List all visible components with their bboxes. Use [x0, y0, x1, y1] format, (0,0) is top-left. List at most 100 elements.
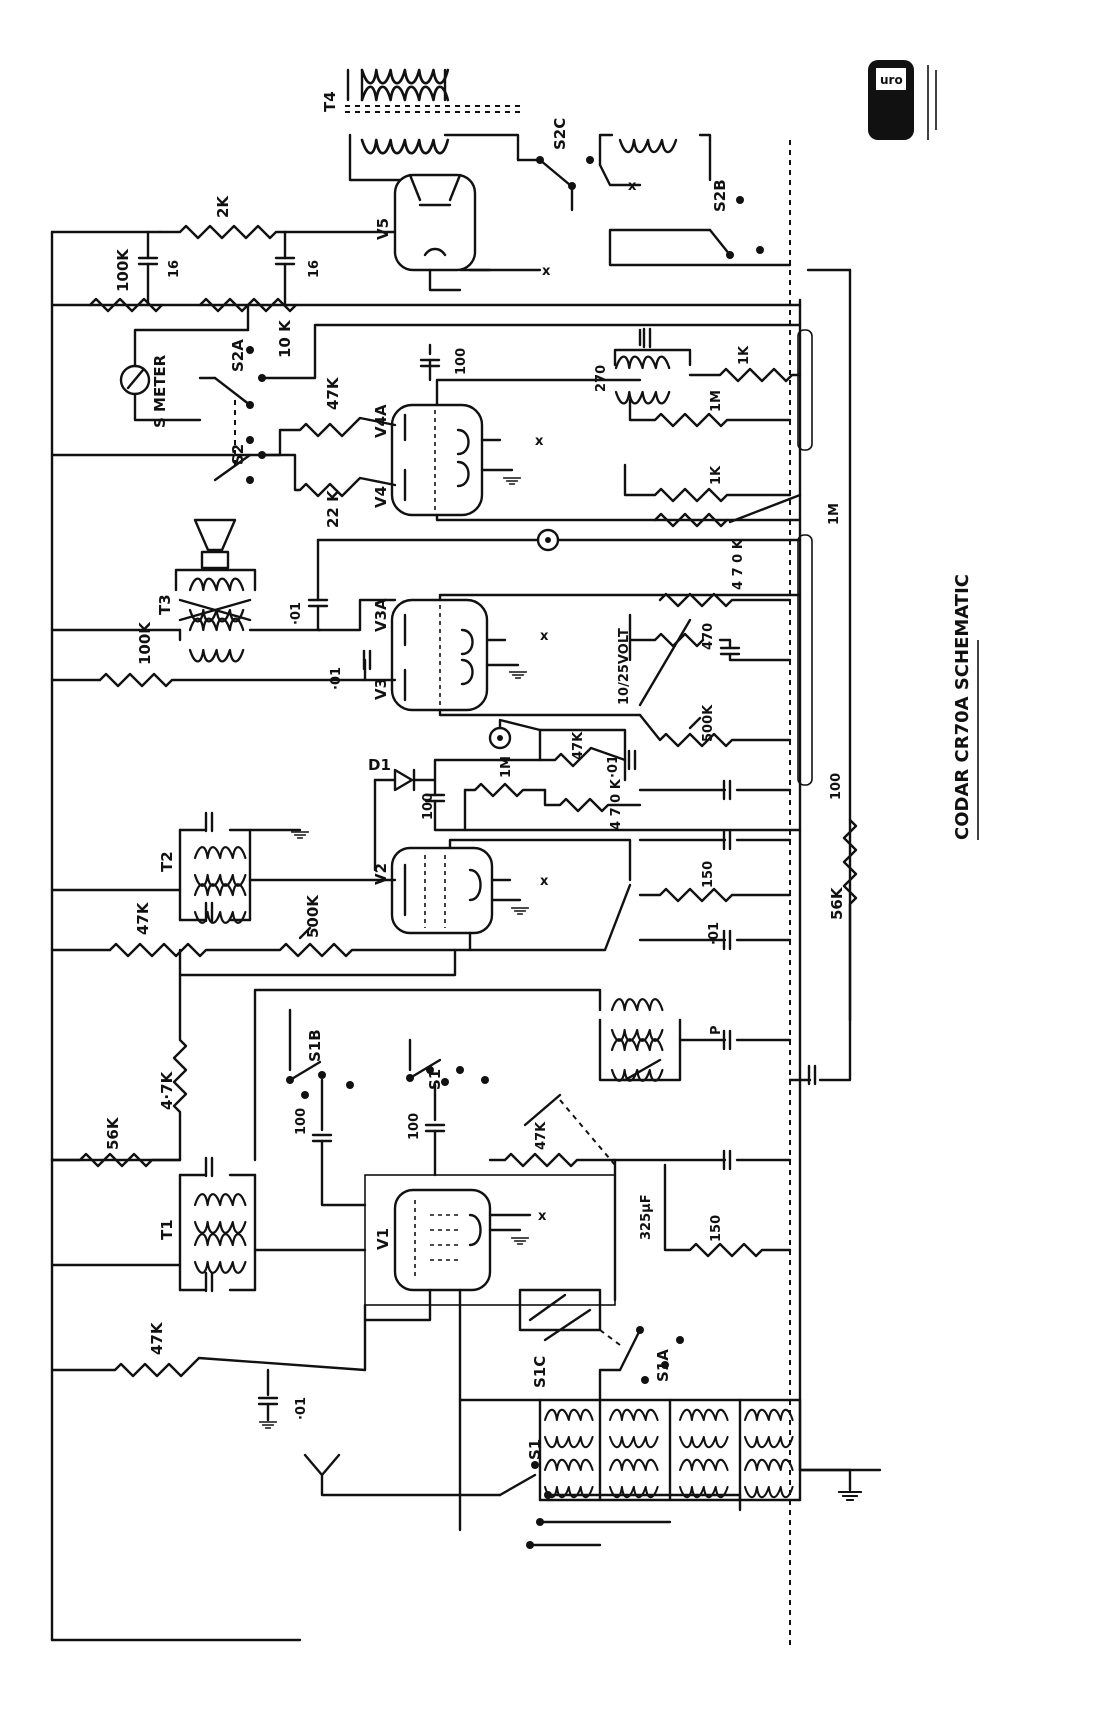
antenna [303, 1453, 502, 1497]
d1-label: D1 [368, 756, 391, 774]
c-01-bottom-label: ·01 [294, 1397, 309, 1420]
c-01-v3-label: ·01 [329, 667, 344, 690]
r-22k-label: 22 K [324, 489, 342, 528]
r-2k-label: 2K [214, 195, 232, 218]
v3a-label: V3A [372, 598, 390, 632]
svg-text:x: x [628, 179, 637, 194]
c-270-label: 270 [594, 365, 609, 392]
transformer-t1: T1 [158, 1156, 367, 1293]
tube-v4: 47K 22 K x V4A V4 100 [278, 343, 802, 528]
s1c-label: S1C [531, 1356, 549, 1388]
bottom-network: 47K ·01 [50, 1318, 367, 1429]
r-56k-right: 56K [788, 818, 858, 1086]
coil-bank [458, 1398, 863, 1502]
r-47k-det-label: 47K [571, 731, 586, 760]
r-47k-v1-label: 47K [534, 1121, 549, 1150]
v4a-label: V4A [372, 404, 390, 438]
osc-coil: P [253, 988, 792, 1162]
t4-label: T4 [321, 91, 339, 112]
c-10-25v-label: 10/25VOLT [617, 628, 632, 705]
svg-text:x: x [540, 629, 549, 644]
phones-jack [316, 528, 802, 552]
svg-text:x: x [542, 264, 551, 279]
c-p-label: P [709, 1025, 724, 1035]
c-01-t3-label: ·01 [289, 602, 304, 625]
v2-label: V2 [372, 863, 390, 885]
svg-text:x: x [538, 1209, 547, 1224]
r-56k-left-label: 56K [104, 1116, 122, 1150]
r-470-label: 470 [701, 623, 716, 650]
r-1k-a-label: 1K [737, 345, 752, 365]
r-56k-right-label: 56K [828, 886, 846, 920]
c-325-label: 325μF [639, 1194, 654, 1240]
c-100-s1b-label: 100 [294, 1108, 309, 1135]
s2-label: S2 [229, 444, 247, 465]
speaker [193, 518, 237, 570]
r-47k-v4-label: 47K [324, 376, 342, 410]
volume-pot: 500K [488, 704, 792, 750]
s1-band-label: S1 [526, 1439, 544, 1460]
s2a-label: S2A [229, 339, 247, 372]
logo-text: uro [880, 73, 903, 87]
r-470k-det-label: 4 7 0 K [609, 778, 624, 830]
c-100-det-label: 100 [421, 793, 436, 820]
svg-text:x: x [535, 434, 544, 449]
s1a-label: S1A [654, 1349, 672, 1382]
filter-section: 2K 16 16 100K [114, 195, 397, 307]
agc-row: 47K 500K [108, 894, 472, 977]
r-10k-label: 10 K [276, 319, 294, 358]
s-meter-label: S METER [151, 354, 169, 428]
s1-label: S1 [426, 1069, 444, 1090]
v5-label: V5 [374, 218, 392, 240]
r-1m-a-label: 1M [709, 390, 724, 412]
v3-label: V3 [372, 678, 390, 700]
r-47k-bottom-label: 47K [148, 1321, 166, 1355]
tube-v2: x V2 150 ·01 [372, 829, 792, 952]
r-47k-v2-label: 47K [134, 901, 152, 935]
band-switch-s1: S1 [498, 1439, 742, 1549]
v3-cathode-network: 4 7 0 K 470 10/25VOLT [617, 538, 792, 707]
t1-label: T1 [158, 1219, 176, 1240]
r-470k-v3-label: 4 7 0 K [731, 538, 746, 590]
r-150-v2-label: 150 [701, 861, 716, 888]
r-1m-det-label: 1M [499, 756, 514, 778]
v1-label: V1 [374, 1228, 392, 1250]
r-56k-left: 56K [50, 1116, 182, 1168]
r-4-7k-label: 4·7K [158, 1070, 176, 1110]
switch-s1b: 100 S1B [286, 1008, 367, 1207]
v4-label: V4 [372, 486, 390, 508]
r-10k: 10 K [88, 297, 298, 358]
switch-s2a-s2: S2A S2 [198, 323, 802, 484]
tuning-gang: S1C [518, 1288, 621, 1388]
r-1m-b-label: 1M [827, 503, 842, 525]
switch-s1a: S1A [598, 1326, 684, 1402]
s1b-label: S1B [306, 1029, 324, 1062]
tube-v3: ·01 100K ·01 x V3A V3 [98, 538, 802, 717]
tube-v1: x V1 [363, 1174, 616, 1532]
transformer-t2: T2 [158, 778, 397, 924]
r-100k-v3-label: 100K [136, 621, 154, 665]
bfo-coil: 270 1K 1M 1K 1M [594, 327, 842, 528]
title-block: CODAR CR70A SCHEMATIC [952, 574, 979, 840]
c-16a-label: 16 [167, 260, 182, 278]
transformer-t3: T3 [156, 568, 322, 663]
logo: uro [868, 60, 937, 140]
v1-network: 47K 150 325μF [488, 1093, 792, 1302]
c-100-v4-label: 100 [454, 348, 469, 375]
transformer-t4: T4 [321, 68, 712, 182]
c-100-s1-label: 100 [407, 1113, 422, 1140]
r-100k-top-label: 100K [114, 248, 132, 292]
s2c-label: S2C [551, 118, 569, 150]
t2-label: T2 [158, 851, 176, 872]
c-01-v2-label: ·01 [707, 922, 722, 945]
detector-d1: D1 100 1M 47K ·01 4 7 0 K 100 [368, 534, 844, 832]
c-01-det-label: ·01 [606, 755, 621, 778]
schematic-title: CODAR CR70A SCHEMATIC [952, 574, 973, 840]
s-meter: S METER [119, 328, 250, 428]
t3-label: T3 [156, 594, 174, 615]
switch-s2c: x S2C [516, 118, 642, 212]
c-100-b-label: 100 [829, 773, 844, 800]
r-500k-label: 500K [701, 704, 716, 742]
